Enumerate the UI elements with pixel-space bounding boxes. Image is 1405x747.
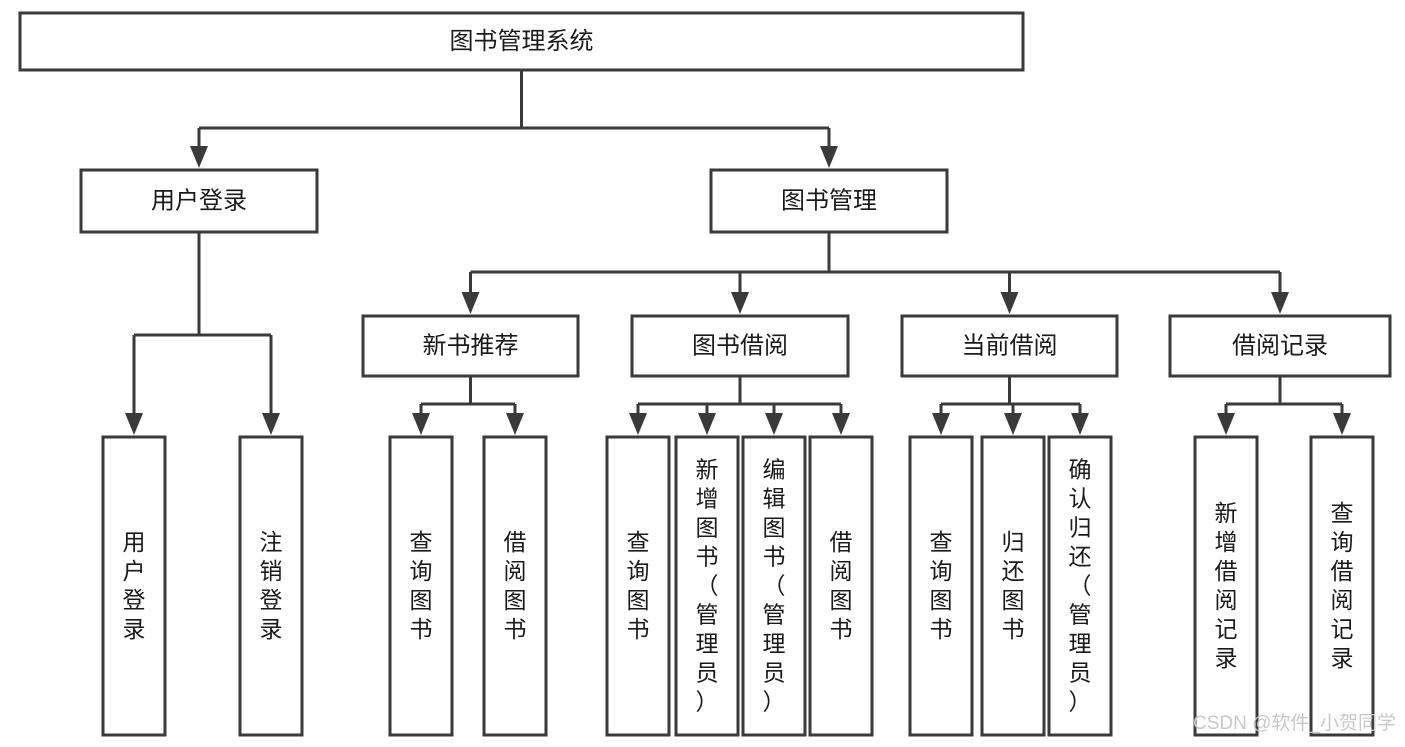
node-label-leaf-borrow-book-recommend: 借阅图书 — [504, 529, 527, 642]
node-leaf-user-login[interactable]: 用户登录 — [101, 435, 167, 737]
node-box-leaf-query-borrow-record[interactable] — [1309, 435, 1375, 737]
node-leaf-add-borrow-record[interactable]: 新增借阅记录 — [1193, 435, 1259, 737]
node-label-leaf-logout: 注销登录 — [260, 529, 283, 642]
arrow-head-new-book-recommend-0 — [412, 413, 430, 435]
node-box-leaf-logout[interactable] — [238, 435, 304, 737]
node-label-user-login: 用户登录 — [151, 187, 247, 214]
node-box-leaf-query-book-borrow[interactable] — [605, 435, 671, 737]
node-label-root: 图书管理系统 — [450, 28, 594, 55]
node-label-leaf-query-book-recommend: 查询图书 — [410, 529, 433, 642]
arrow-head-current-borrow-0 — [932, 413, 950, 435]
arrow-head-book-borrow-3 — [832, 413, 850, 435]
arrow-head-borrow-record-1 — [1333, 413, 1351, 435]
node-label-leaf-query-book-current: 查询图书 — [930, 529, 953, 642]
node-leaf-confirm-return-admin[interactable]: 确认归还（管理员） — [1047, 435, 1113, 737]
arrow-head-root-1 — [820, 146, 838, 168]
node-box-leaf-add-borrow-record[interactable] — [1193, 435, 1259, 737]
node-label-current-borrow: 当前借阅 — [962, 332, 1058, 359]
arrow-head-root-0 — [190, 146, 208, 168]
node-leaf-query-book-borrow[interactable]: 查询图书 — [605, 435, 671, 737]
node-leaf-query-book-recommend[interactable]: 查询图书 — [388, 435, 454, 737]
arrow-head-book-borrow-2 — [765, 413, 783, 435]
connector-layer — [125, 70, 1351, 435]
node-label-leaf-user-login: 用户登录 — [123, 529, 146, 642]
node-box-leaf-query-book-recommend[interactable] — [388, 435, 454, 737]
node-leaf-borrow-book-recommend[interactable]: 借阅图书 — [482, 435, 548, 737]
node-box-leaf-return-book[interactable] — [980, 435, 1046, 737]
arrow-head-current-borrow-1 — [1004, 413, 1022, 435]
connector-current-borrow — [932, 376, 1089, 435]
arrow-head-book-management-0 — [461, 292, 480, 314]
node-label-leaf-edit-book-admin: 编辑图书（管理员） — [763, 457, 786, 715]
node-box-leaf-edit-book-admin[interactable] — [741, 435, 807, 737]
node-box-borrow-record[interactable] — [1168, 314, 1392, 378]
arrow-head-book-management-1 — [731, 292, 749, 314]
node-leaf-add-book-admin[interactable]: 新增图书（管理员） — [674, 435, 740, 737]
node-label-book-management: 图书管理 — [781, 187, 877, 214]
node-user-login[interactable]: 用户登录 — [79, 168, 319, 234]
node-box-leaf-add-book-admin[interactable] — [674, 435, 740, 737]
node-new-book-recommend[interactable]: 新书推荐 — [361, 314, 580, 378]
node-borrow-record[interactable]: 借阅记录 — [1168, 314, 1392, 378]
node-leaf-logout[interactable]: 注销登录 — [238, 435, 304, 737]
node-label-leaf-query-book-borrow: 查询图书 — [627, 529, 650, 642]
connector-book-borrow — [629, 376, 850, 435]
node-box-book-management[interactable] — [709, 168, 949, 234]
node-label-borrow-record: 借阅记录 — [1232, 332, 1328, 359]
node-box-current-borrow[interactable] — [900, 314, 1119, 378]
arrow-head-book-management-3 — [1271, 292, 1289, 314]
node-leaf-query-book-current[interactable]: 查询图书 — [908, 435, 974, 737]
csdn-watermark: CSDN @软件_小贺同学 — [1193, 712, 1396, 734]
node-box-new-book-recommend[interactable] — [361, 314, 580, 378]
node-label-leaf-add-book-admin: 新增图书（管理员） — [696, 457, 719, 715]
arrow-head-user-login-0 — [125, 413, 143, 435]
node-box-leaf-confirm-return-admin[interactable] — [1047, 435, 1113, 737]
node-current-borrow[interactable]: 当前借阅 — [900, 314, 1119, 378]
arrow-head-new-book-recommend-1 — [506, 413, 524, 435]
node-box-book-borrow[interactable] — [630, 314, 850, 378]
node-book-borrow[interactable]: 图书借阅 — [630, 314, 850, 378]
node-box-leaf-borrow-book-recommend[interactable] — [482, 435, 548, 737]
arrow-head-book-borrow-1 — [698, 413, 716, 435]
node-label-leaf-query-borrow-record: 查询借阅记录 — [1331, 500, 1354, 671]
arrow-head-user-login-1 — [262, 413, 280, 435]
arrow-head-book-borrow-0 — [629, 413, 647, 435]
node-label-new-book-recommend: 新书推荐 — [423, 332, 519, 359]
connector-borrow-record — [1217, 376, 1351, 435]
node-layer: 图书管理系统用户登录图书管理新书推荐图书借阅当前借阅借阅记录用户登录注销登录查询… — [18, 11, 1392, 737]
node-leaf-edit-book-admin[interactable]: 编辑图书（管理员） — [741, 435, 807, 737]
node-leaf-return-book[interactable]: 归还图书 — [980, 435, 1046, 737]
node-leaf-query-borrow-record[interactable]: 查询借阅记录 — [1309, 435, 1375, 737]
connector-new-book-recommend — [412, 376, 524, 435]
connector-book-management — [461, 232, 1289, 314]
node-box-root[interactable] — [18, 11, 1025, 72]
connector-user-login — [125, 232, 280, 435]
node-label-book-borrow: 图书借阅 — [692, 332, 788, 359]
node-box-leaf-query-book-current[interactable] — [908, 435, 974, 737]
node-root[interactable]: 图书管理系统 — [18, 11, 1025, 72]
arrow-head-current-borrow-2 — [1071, 413, 1089, 435]
node-label-leaf-borrow-book: 借阅图书 — [830, 529, 853, 642]
node-box-leaf-user-login[interactable] — [101, 435, 167, 737]
node-label-leaf-confirm-return-admin: 确认归还（管理员） — [1069, 457, 1092, 715]
node-book-management[interactable]: 图书管理 — [709, 168, 949, 234]
node-box-leaf-borrow-book[interactable] — [808, 435, 874, 737]
arrow-head-borrow-record-0 — [1217, 413, 1235, 435]
node-label-leaf-add-borrow-record: 新增借阅记录 — [1215, 500, 1238, 671]
connector-root — [190, 70, 838, 168]
node-label-leaf-return-book: 归还图书 — [1002, 529, 1025, 642]
node-leaf-borrow-book[interactable]: 借阅图书 — [808, 435, 874, 737]
arrow-head-book-management-2 — [1000, 292, 1019, 314]
node-box-user-login[interactable] — [79, 168, 319, 234]
